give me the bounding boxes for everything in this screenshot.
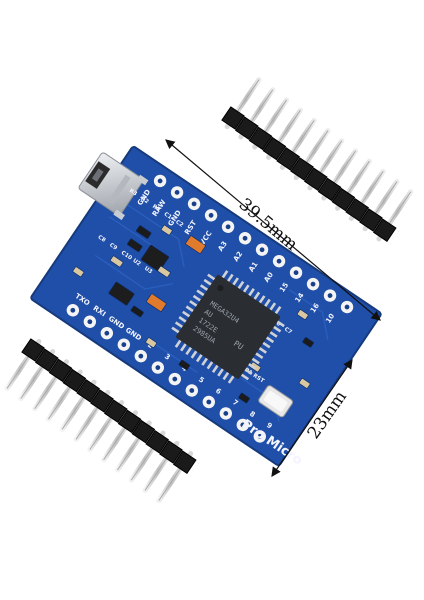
silk-label-bottom: 8 [248,410,257,419]
chip-lead [195,353,204,363]
smd-component [146,293,167,312]
dimension-width-line [271,359,353,477]
smd-component [145,337,157,348]
smd-component [127,238,143,253]
dimension-length-line [165,139,381,321]
silk-label-bottom: 7 [231,398,240,407]
smd-component [110,255,124,268]
chip-lead [180,342,188,352]
component-label: C10 [120,250,133,262]
chip-lead [272,325,282,333]
header-block [35,348,59,372]
silk-label-bottom: 6 [214,387,223,396]
chip-lead [171,326,181,334]
smd-component [178,359,191,371]
header-block [90,389,114,413]
component-label: C8 [97,234,107,243]
header-block [21,338,45,362]
header-block [235,116,259,140]
chip-lead [258,346,267,354]
smd-component [108,281,135,306]
header-block [76,379,100,403]
chip-lead [174,338,182,348]
chip-lead [250,357,260,365]
chip-lead [254,351,264,360]
silk-label-bottom: 5 [197,375,206,384]
chip-lead [217,367,225,377]
pin-header-bottom [4,338,197,504]
header-block [159,440,183,464]
header-block [221,106,245,130]
chip-lead [240,373,250,381]
component-label: R1 [151,204,161,214]
silk-label-bottom: 9 [265,421,274,430]
header-block [131,419,156,444]
smd-component [136,225,152,239]
header-block [48,358,73,383]
chip-lead [268,330,278,338]
header-block [104,399,128,423]
chip-lead [185,346,193,356]
smd-component [302,337,314,348]
chip-lead [247,362,257,370]
smd-component [72,266,85,277]
component-label: RST [252,373,265,385]
chip-lead [261,341,271,349]
pad-row-bottom [66,304,266,443]
chip-lead [206,360,214,370]
component-label: R2 [139,196,149,206]
component-label: C7 [283,326,293,335]
component-label: C9 [108,242,118,251]
usb-connector [78,152,149,221]
header-block [62,368,87,393]
chip-lead [222,371,230,381]
chip-lead [190,349,198,359]
header-block [173,450,197,474]
component-label: C6 [271,319,281,328]
silk-label-bottom: 3 [163,352,172,361]
header-block [145,430,169,454]
chip-lead [201,356,209,366]
smd-component [130,305,144,318]
chip-lead [211,364,220,373]
chip-lead [265,335,275,344]
smd-component [140,244,170,272]
chip-lead [275,320,285,328]
chip-lead [243,367,253,375]
chip-lead [174,321,184,329]
component-label: U2 [131,258,141,268]
smd-component [238,392,250,404]
component-label: U3 [143,266,153,276]
chip-lead [227,374,235,384]
component-label: R3 [128,188,138,198]
header-block [117,409,142,434]
